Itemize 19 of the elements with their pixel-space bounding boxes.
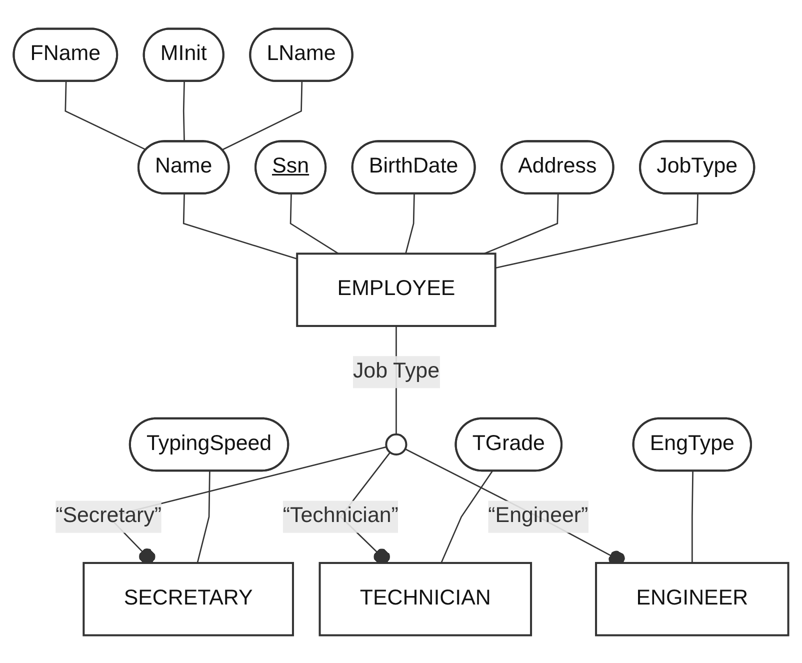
edge-label: “Technician” — [282, 504, 398, 527]
edge-label: “Engineer” — [488, 504, 588, 527]
connector — [691, 470, 694, 562]
connector — [495, 194, 698, 268]
connector — [440, 470, 493, 563]
connector — [182, 194, 298, 260]
edge-label: “Secretary” — [56, 504, 162, 527]
node-box: EMPLOYEE — [296, 252, 496, 326]
connector — [290, 194, 339, 254]
node-box: TECHNICIAN — [318, 561, 532, 636]
connector — [405, 194, 415, 254]
connector — [64, 81, 147, 150]
connector — [196, 470, 210, 563]
node-box: ENGINEER — [595, 561, 790, 636]
edge-label: Job Type — [352, 360, 440, 382]
node-circle — [385, 432, 408, 456]
connector — [182, 81, 185, 142]
connector — [222, 81, 303, 150]
node-box: SECRETARY — [82, 561, 294, 636]
